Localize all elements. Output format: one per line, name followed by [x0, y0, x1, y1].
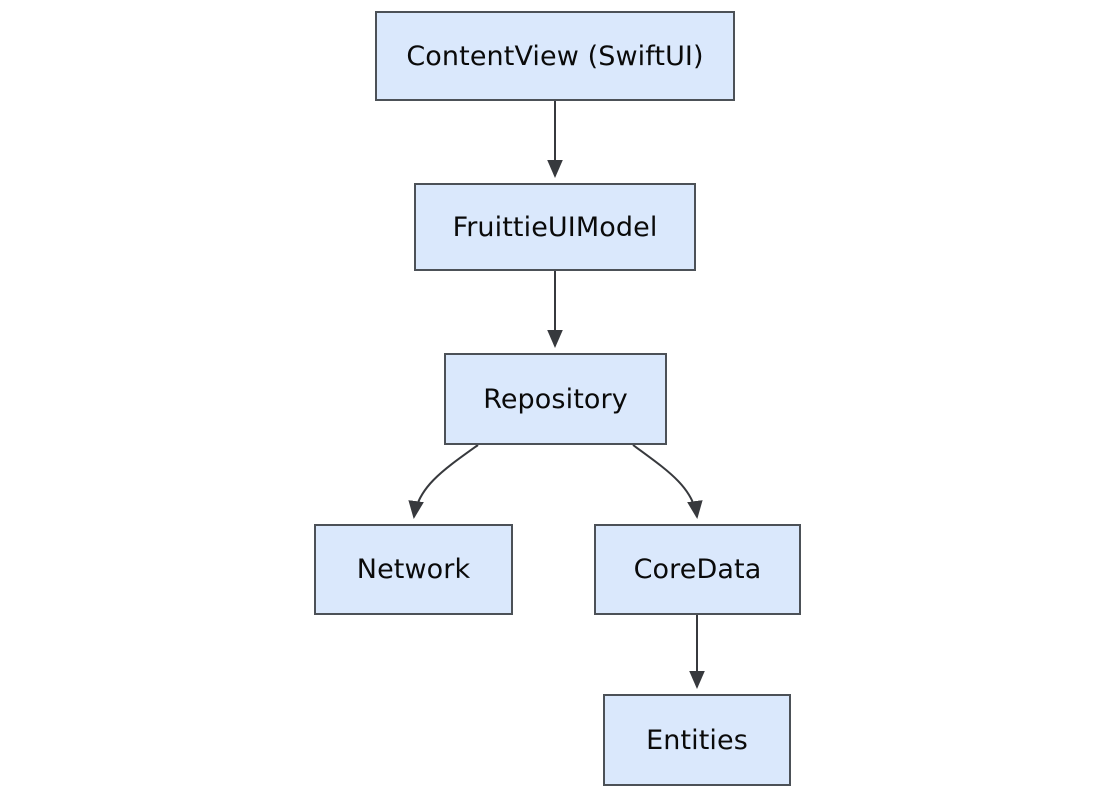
node-label-entities: Entities: [646, 724, 748, 756]
node-label-network: Network: [356, 554, 471, 585]
node-network[interactable]: Network: [314, 524, 513, 615]
node-contentview[interactable]: ContentView (SwiftUI): [375, 11, 735, 101]
node-repository[interactable]: Repository: [444, 353, 667, 445]
node-uimodel[interactable]: FruittieUIModel: [414, 183, 696, 271]
node-label-coredata: CoreData: [633, 554, 762, 585]
edge-repository-coredata: [632, 444, 703, 519]
node-entities[interactable]: Entities: [603, 694, 791, 786]
edge-repository-network: [408, 444, 479, 519]
node-label-uimodel: FruittieUIModel: [452, 211, 658, 243]
node-label-repository: Repository: [483, 383, 628, 415]
node-coredata[interactable]: CoreData: [594, 524, 801, 615]
node-label-contentview: ContentView (SwiftUI): [406, 40, 704, 72]
